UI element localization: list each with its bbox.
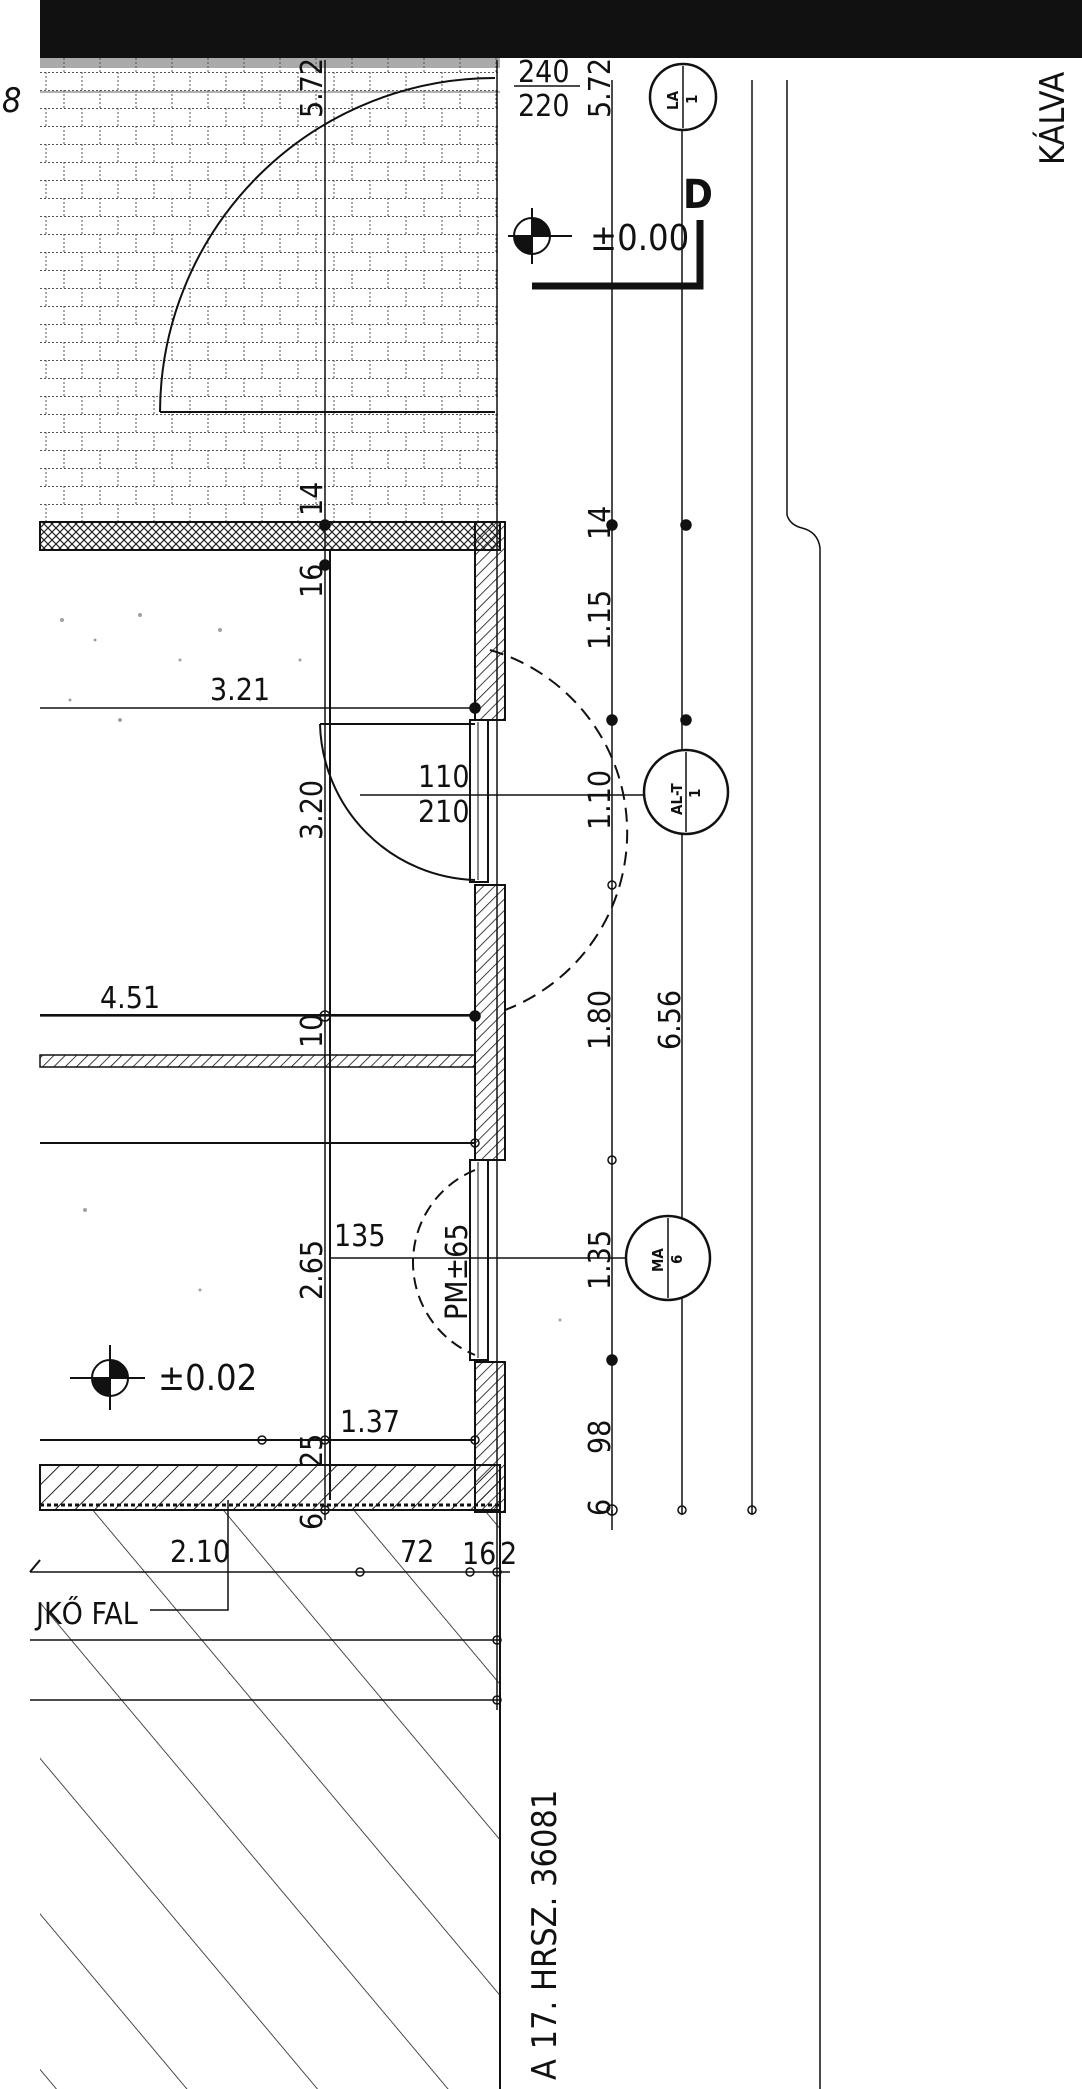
dim-135-right: 1.35 (583, 1230, 618, 1290)
section-marker-label: D (683, 172, 713, 218)
door-tag-la (648, 62, 718, 132)
door-tag-ma-code: MA (649, 1248, 667, 1272)
opening-top-width: 240 (518, 55, 570, 90)
dim-656: 6.56 (653, 990, 688, 1050)
dim-72: 72 (400, 1535, 434, 1570)
level-symbol-top (508, 208, 572, 264)
dim-451: 4.51 (100, 981, 160, 1016)
dim-25: 25 (295, 1434, 330, 1468)
door-frame-alt (469, 719, 489, 883)
door-tag-ma (624, 1214, 712, 1302)
window-frame-pm (469, 1159, 489, 1361)
facade-wall-mid (474, 884, 506, 1161)
dim-16-left: 16 (295, 564, 330, 598)
dim-110: 1.10 (583, 770, 618, 830)
door-tag-alt-num: 1 (686, 789, 704, 798)
opening-top-height: 220 (518, 89, 570, 124)
street-curb (786, 80, 821, 2089)
dim-320: 3.20 (295, 780, 330, 840)
dim-321: 3.21 (210, 673, 270, 708)
dim-180: 1.80 (583, 990, 618, 1050)
dim-10: 10 (295, 1014, 330, 1048)
door-tag-la-code: LA (664, 90, 682, 110)
door-tag-la-num: 1 (683, 95, 701, 104)
wall-label-leader (150, 1500, 229, 1611)
window-swing-pm (412, 1169, 476, 1356)
plot-label: A 17. HRSZ. 36081 (525, 1790, 565, 2080)
opening-mid-width: 110 (418, 760, 470, 795)
dim-16-bottom: 16 (462, 1537, 496, 1572)
wall-label: JKŐ FAL (34, 1595, 138, 1632)
dim-572-right: 5.72 (583, 58, 618, 118)
facade-wall-upper (474, 521, 506, 721)
level-floor-label: ±0.02 (158, 1358, 257, 1399)
street-label: KÁLVA (1032, 72, 1073, 165)
brick-paving (40, 58, 500, 523)
scan-noise (60, 613, 562, 1322)
dim-14-left: 14 (295, 482, 330, 516)
level-symbol-floor (70, 1345, 145, 1410)
entry-door-swing (159, 77, 496, 413)
top-wall (39, 521, 501, 551)
dim-98: 98 (583, 1420, 618, 1454)
dim-137: 1.37 (340, 1405, 400, 1440)
dim-115: 1.15 (583, 590, 618, 650)
dim-265: 2.65 (295, 1240, 330, 1300)
dim-210: 2.10 (170, 1535, 230, 1570)
opening-mid-height: 210 (418, 795, 470, 830)
dim-6-right: 6 (583, 1499, 618, 1516)
interior-partition (39, 1054, 476, 1068)
bottom-wall (39, 1464, 501, 1511)
door-tag-alt-code: AL-T (668, 783, 686, 815)
dimension-ticks (257, 519, 757, 1705)
corner-mark: 8 (2, 81, 21, 121)
scan-shadow-band (40, 0, 1082, 58)
section-marker-line (532, 220, 704, 290)
door-tag-ma-num: 6 (668, 1255, 686, 1264)
dim-135-window: 135 (334, 1219, 386, 1254)
dim-2: 2 (500, 1537, 517, 1572)
door-tag-alt (642, 748, 730, 836)
dim-6-bottom: 6 (295, 1513, 330, 1530)
dim-14-right: 14 (583, 506, 618, 540)
neighbour-plot-hatch (40, 1510, 500, 2089)
level-top-label: ±0.00 (590, 218, 689, 259)
door-swing-alt-dashed (489, 649, 629, 1011)
window-label: PM±65 (440, 1223, 475, 1320)
dim-572-left: 5.72 (295, 58, 330, 118)
